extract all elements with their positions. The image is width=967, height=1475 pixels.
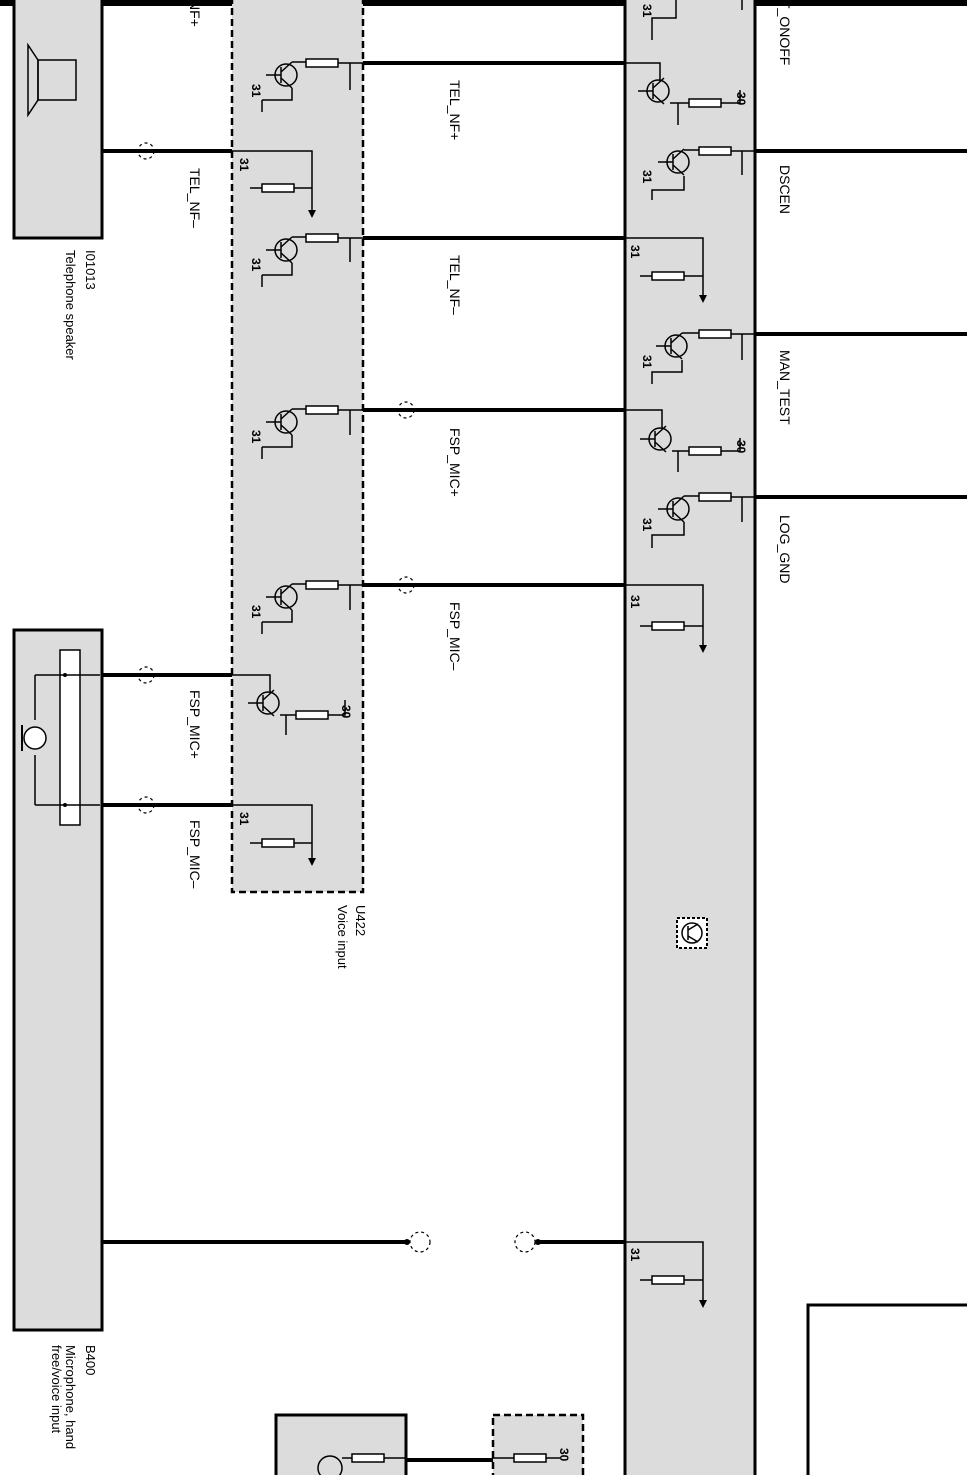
t31-l: 31 xyxy=(628,595,642,609)
t31-m: 31 xyxy=(628,1248,642,1262)
u422-mic-minus-load xyxy=(232,804,316,866)
u422-mic-plus-stage xyxy=(232,674,346,735)
label-tel-nf-minus-left: TEL_NF– xyxy=(187,168,203,228)
b400-name-line1: Microphone, hand xyxy=(63,1345,78,1449)
label-tel-nf-plus: TEL_NF+ xyxy=(447,80,463,140)
telephone-speaker-block xyxy=(12,0,104,240)
t31-h: 31 xyxy=(640,170,654,184)
label-fsp-mic-minus-left: FSP_MIC– xyxy=(187,820,203,889)
label-man-test: MAN_TEST xyxy=(777,350,793,425)
label-fsp-mic-minus-mid: FSP_MIC– xyxy=(447,602,463,671)
right-stage-log-gnd xyxy=(651,492,755,548)
t31-c: 31 xyxy=(249,430,263,444)
t30-b: 30 xyxy=(734,92,748,106)
t31-i: 31 xyxy=(628,245,642,259)
label-fsp-mic-plus-mid: FSP_MIC+ xyxy=(447,428,463,497)
t31-a: 31 xyxy=(249,84,263,98)
b400-name-line2: free/voice input xyxy=(49,1345,64,1434)
t31-d: 31 xyxy=(249,605,263,619)
right-stage-top-partial xyxy=(651,0,743,40)
bottom-right-box xyxy=(806,1303,967,1475)
label-tel-nf-minus-mid: TEL_NF– xyxy=(447,255,463,315)
t30-a: 30 xyxy=(339,705,353,719)
microphone-block xyxy=(12,628,104,1332)
u422-tel-nf-minus-load xyxy=(232,150,316,218)
right-stage-tel-nf-plus xyxy=(625,62,741,125)
label-dscen: DSCEN xyxy=(777,165,793,214)
t30-d: 30 xyxy=(557,1448,571,1462)
label-nf-plus-top: NF+ xyxy=(187,0,203,27)
right-control-module xyxy=(623,0,757,1475)
terminal-31-labels: 31 31 31 31 31 31 31 31 31 31 31 31 31 xyxy=(237,4,654,1262)
bottom-module-detail xyxy=(317,1453,560,1475)
bottom-dashed-module xyxy=(491,1413,585,1475)
right-stage-tel-nf-minus xyxy=(625,237,707,303)
u422-circuits xyxy=(232,58,363,866)
right-stage-mic-ground xyxy=(625,1241,707,1308)
microphone-icon xyxy=(21,649,100,826)
b400-code: B400 xyxy=(83,1345,98,1375)
u422-stage-2 xyxy=(261,233,363,287)
i01013-name: Telephone speaker xyxy=(63,250,78,361)
t31-f: 31 xyxy=(237,812,251,826)
right-stage-fsp-mic-minus xyxy=(625,584,707,653)
t31-b: 31 xyxy=(249,258,263,272)
u422-name: Voice input xyxy=(335,905,350,969)
t31-g: 31 xyxy=(640,4,654,18)
u422-stage-4 xyxy=(261,580,363,634)
label-t-onoff: T_ONOFF xyxy=(777,0,793,65)
t30-c: 30 xyxy=(734,440,748,454)
i01013-code: I01013 xyxy=(83,250,98,290)
right-stage-dscen xyxy=(651,146,755,200)
voice-input-module xyxy=(230,0,365,894)
speaker-icon xyxy=(27,42,77,118)
u422-stage-1 xyxy=(261,58,363,112)
u422-code: U422 xyxy=(353,905,368,936)
module-symbol-icon xyxy=(676,917,708,949)
right-stage-fsp-mic-plus xyxy=(625,409,741,472)
label-fsp-mic-plus-left: FSP_MIC+ xyxy=(187,690,203,759)
t31-e: 31 xyxy=(237,158,251,172)
bottom-left-module xyxy=(274,1413,408,1475)
t31-k: 31 xyxy=(640,518,654,532)
right-module-circuits xyxy=(625,0,755,1308)
t31-j: 31 xyxy=(640,355,654,369)
label-log-gnd: LOG_GND xyxy=(777,515,793,583)
terminal-30-labels: 30 30 30 30 xyxy=(339,92,748,1462)
right-stage-man-test xyxy=(651,329,755,384)
u422-stage-3 xyxy=(261,405,363,459)
